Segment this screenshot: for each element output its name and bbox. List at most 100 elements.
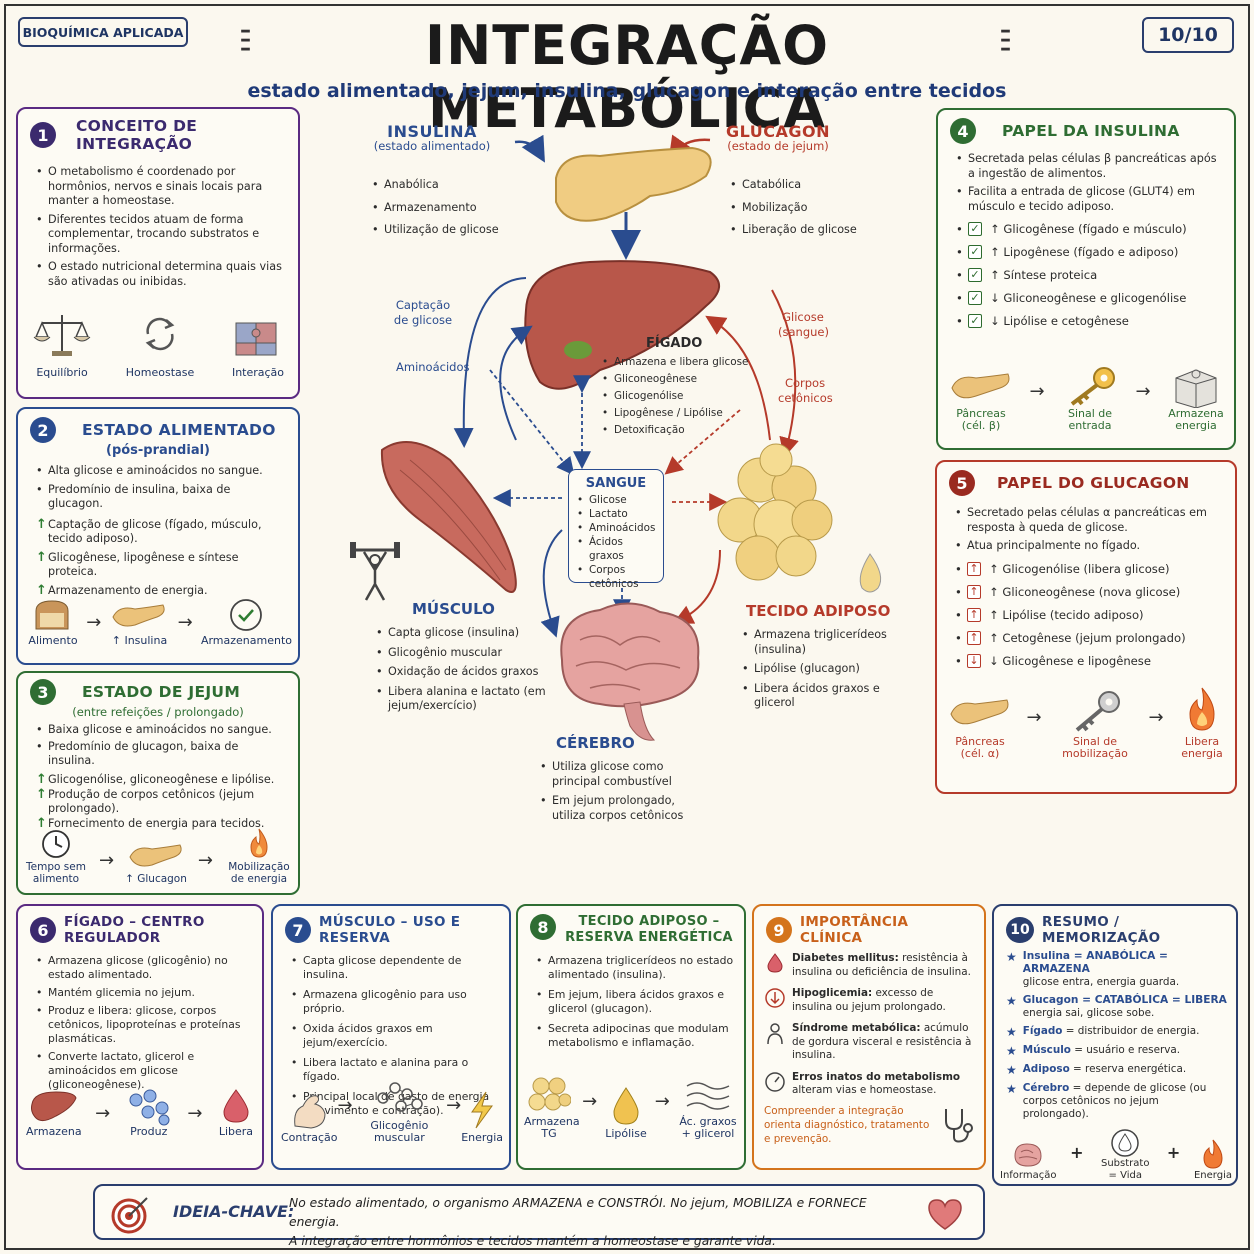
flame-icon bbox=[1189, 687, 1215, 731]
list-item: Oxida ácidos graxos em jejum/exercício. bbox=[291, 1022, 499, 1050]
box-number: 1 bbox=[30, 122, 56, 148]
list-item: Atua principalmente no fígado. bbox=[955, 539, 1225, 554]
title-deco-left: ––– bbox=[240, 18, 251, 61]
list-item: Secretado pelas células α pancreáticas e… bbox=[955, 506, 1225, 535]
list-item: Oxidação de ácidos graxos bbox=[376, 665, 566, 680]
checkbox-icon: ✓ bbox=[968, 222, 982, 236]
blood-drop-icon bbox=[767, 953, 783, 973]
checkbox-icon: ✓ bbox=[968, 291, 982, 305]
icon-interacao: Interação bbox=[228, 309, 288, 379]
arrow-up-box-icon: ↑ bbox=[967, 561, 981, 576]
box-number: 4 bbox=[950, 118, 976, 144]
star-icon: ★ bbox=[1006, 1063, 1017, 1077]
list-item: Gliconeogênese bbox=[602, 373, 748, 386]
key-idea-text: No estado alimentado, o organismo ARMAZE… bbox=[289, 1196, 867, 1248]
list-item: O metabolismo é coordenado por hormônios… bbox=[36, 165, 288, 209]
list-item: Utiliza glicose como principal combustív… bbox=[540, 760, 700, 789]
page-number: 10/10 bbox=[1142, 17, 1234, 53]
icon-substrato: Substrato = Vida bbox=[1097, 1128, 1153, 1182]
molecules-icon bbox=[129, 1089, 170, 1126]
pancreas-icon bbox=[129, 844, 182, 867]
pancreas-illustration bbox=[555, 146, 712, 222]
center-diagram bbox=[350, 134, 882, 741]
plus-sign: + bbox=[1166, 1143, 1181, 1162]
box-title: ESTADO DE JEJUM bbox=[82, 683, 241, 701]
wave-lines-icon bbox=[686, 1082, 730, 1110]
glycogen-icon bbox=[377, 1082, 424, 1112]
list-item: Anabólica bbox=[372, 178, 499, 193]
icon-pancreas-alfa: Pâncreas (cél. α) bbox=[947, 688, 1013, 760]
list-item: Em jejum, libera ácidos graxos e glicero… bbox=[536, 988, 734, 1016]
icon-equilibrio: Equilíbrio bbox=[32, 309, 92, 379]
arrow-aminoacids bbox=[489, 369, 575, 476]
list-item: Principal local de gasto de energia (mov… bbox=[291, 1090, 499, 1118]
icon-libera: Libera bbox=[216, 1086, 256, 1138]
box-title: ESTADO ALIMENTADO bbox=[82, 421, 276, 439]
arrow-muscle-liver bbox=[499, 325, 533, 441]
box-title: RESUMO / MEMORIZAÇÃO bbox=[1042, 914, 1161, 946]
cerebro-list: Utiliza glicose como principal combustív… bbox=[540, 760, 700, 828]
summary-item: ★Adiposo = reserva energética. bbox=[1006, 1063, 1187, 1077]
box-number: 2 bbox=[30, 417, 56, 443]
box-title: IMPORTÂNCIA CLÍNICA bbox=[800, 914, 909, 946]
list-item: Converte lactato, glicerol e aminoácidos… bbox=[36, 1050, 252, 1092]
list-item: Armazena triglicerídeos (insulina) bbox=[742, 628, 892, 657]
key-icon bbox=[1075, 691, 1120, 732]
box-number: 9 bbox=[766, 917, 792, 943]
insulina-label: INSULINA (estado alimentado) bbox=[373, 122, 491, 154]
star-icon: ★ bbox=[1006, 950, 1017, 964]
icon-armazena-energia: Armazena energia bbox=[1166, 362, 1226, 432]
list-item: Mantém glicemia no jejum. bbox=[36, 986, 252, 1000]
list-item: Liberação de glicose bbox=[730, 223, 857, 238]
arrow-ketones bbox=[664, 409, 741, 475]
list-item: Detoxificação bbox=[602, 424, 748, 437]
list-item: Catabólica bbox=[730, 178, 857, 193]
box-number: 8 bbox=[530, 914, 556, 940]
star-icon: ★ bbox=[1006, 1025, 1017, 1039]
musculo-title: MÚSCULO bbox=[412, 600, 495, 618]
list-item: Secreta adipocinas que modulam metabolis… bbox=[536, 1022, 734, 1050]
scale-icon bbox=[33, 315, 91, 356]
summary-item: ★Fígado = distribuidor de energia. bbox=[1006, 1025, 1200, 1039]
box-number: 10 bbox=[1006, 917, 1034, 943]
star-icon: ★ bbox=[1006, 1082, 1017, 1096]
summary-item: ★Cérebro = depende de glicose (ou corpos… bbox=[1006, 1082, 1207, 1120]
clinical-note: Compreender a integração orienta diagnós… bbox=[764, 1104, 930, 1145]
list-item: ✓↓ Gliconeogênese e glicogenólise bbox=[956, 291, 1224, 305]
list-item: ↑↑ Lipólise (tecido adiposo) bbox=[955, 607, 1225, 622]
list-item: Lactato bbox=[577, 507, 659, 521]
list-item: Diferentes tecidos atuam de forma comple… bbox=[36, 213, 288, 257]
list-item: Captação de glicose (fígado, músculo, te… bbox=[36, 518, 288, 547]
pancreas-icon bbox=[951, 373, 1010, 399]
puzzle-icon bbox=[235, 322, 277, 356]
arrow-insulina bbox=[514, 134, 545, 163]
person-icon bbox=[767, 1023, 783, 1045]
musculo-list: Capta glicose (insulina) Glicogênio musc… bbox=[376, 626, 566, 719]
icon-acidos-graxos: Ác. graxos + glicerol bbox=[678, 1076, 738, 1140]
list-item: O estado nutricional determina quais via… bbox=[36, 260, 288, 289]
arrow-down-circle-icon bbox=[765, 988, 785, 1008]
pancreas-icon bbox=[112, 604, 166, 627]
box-title: MÚSCULO – USO E RESERVA bbox=[319, 914, 461, 946]
blood-title: SANGUE bbox=[585, 476, 647, 491]
arrow-adipose-liver bbox=[705, 315, 771, 441]
box-title: FÍGADO – CENTRO REGULADOR bbox=[64, 914, 205, 946]
list-item: ↑↑ Glicogenólise (libera glicose) bbox=[955, 561, 1225, 576]
captacao-label: Captação de glicose bbox=[393, 298, 453, 327]
glucagon-label: GLUCAGON (estado de jejum) bbox=[726, 122, 830, 154]
checkbox-icon: ✓ bbox=[968, 245, 982, 259]
icon-contracao: Contração bbox=[281, 1088, 337, 1144]
cycle-icon bbox=[145, 317, 175, 351]
list-item: Predomínio de insulina, baixa de glucago… bbox=[36, 483, 288, 512]
list-item: Libera ácidos graxos e glicerol bbox=[742, 682, 892, 711]
page-frame bbox=[4, 4, 1250, 1250]
